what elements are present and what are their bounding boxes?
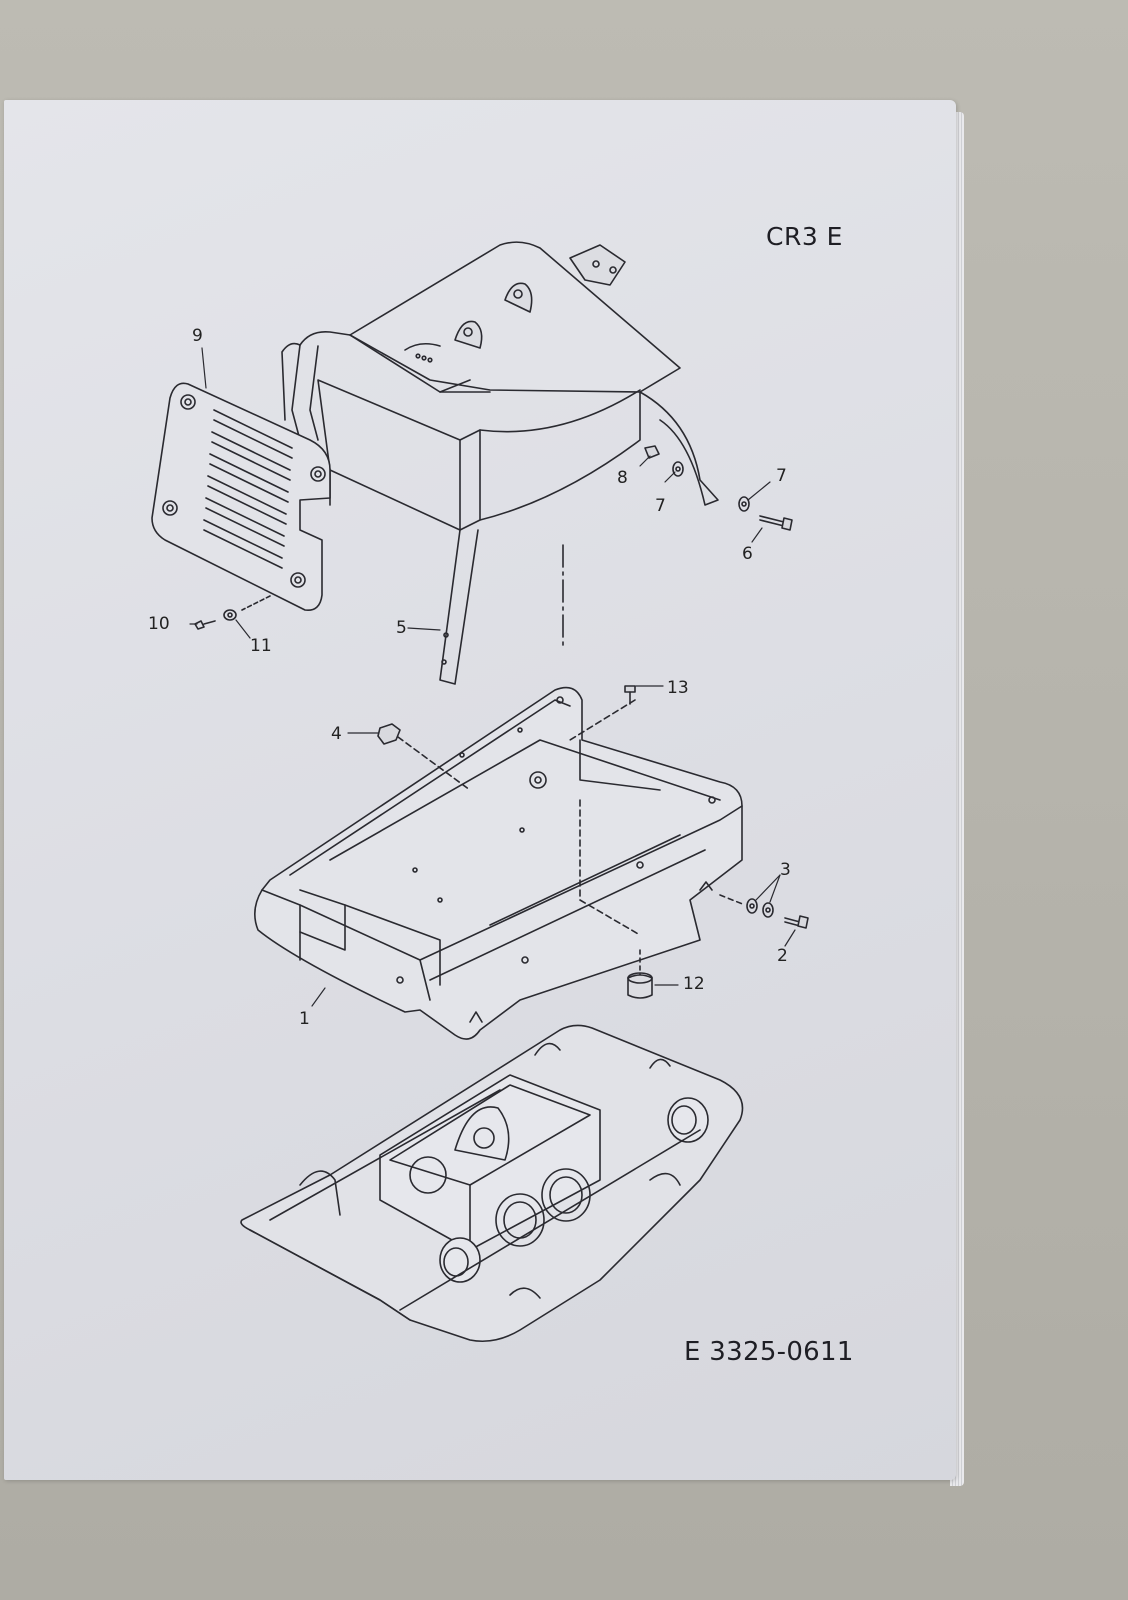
callout-4: 4 — [331, 724, 342, 744]
callout-3: 3 — [780, 860, 791, 880]
callout-12: 12 — [683, 974, 705, 994]
callout-7-right: 7 — [776, 466, 787, 486]
base-plate — [241, 1025, 743, 1341]
cover-plate — [152, 383, 330, 610]
callout-10: 10 — [148, 614, 170, 634]
callout-1: 1 — [299, 1009, 310, 1029]
lower-fasteners — [378, 686, 808, 998]
callout-7-left: 7 — [655, 496, 666, 516]
callout-5: 5 — [396, 618, 407, 638]
callout-13: 13 — [667, 678, 689, 698]
callout-6: 6 — [742, 544, 753, 564]
callout-9: 9 — [192, 326, 203, 346]
upper-fasteners — [195, 446, 792, 629]
handle-frame — [282, 242, 718, 684]
drawing-number: E 3325-0611 — [684, 1337, 854, 1367]
leader-lines — [190, 348, 795, 1006]
base-frame — [255, 688, 745, 1039]
model-label: CR3 E — [766, 222, 843, 251]
callout-11: 11 — [250, 636, 272, 656]
callout-8: 8 — [617, 468, 628, 488]
callout-2: 2 — [777, 946, 788, 966]
